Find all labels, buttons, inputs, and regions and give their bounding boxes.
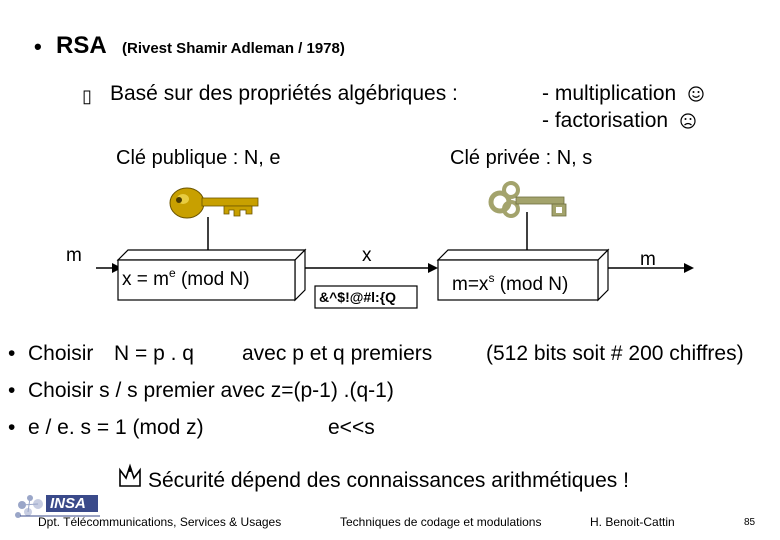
slide-subtitle: (Rivest Shamir Adleman / 1978) bbox=[122, 40, 345, 57]
message-in-label: m bbox=[66, 245, 82, 266]
smiley-sad-icon bbox=[680, 113, 696, 129]
bullet-1-dot: • bbox=[8, 342, 16, 365]
bullet-2-dot: • bbox=[8, 379, 16, 402]
private-key-label: Clé privée : N, s bbox=[450, 147, 593, 169]
bullet-3-dot: • bbox=[8, 416, 16, 439]
footer-course: Techniques de codage et modulations bbox=[340, 515, 542, 529]
bullet-1-d: (512 bits soit # 200 chiffres) bbox=[486, 342, 744, 365]
intro-item-multiplication: - multiplication bbox=[542, 82, 704, 106]
bullet-2-text: Choisir s / s premier avec z=(p-1) .(q-1… bbox=[28, 379, 394, 402]
title-bullet: • bbox=[34, 34, 42, 59]
insa-logo-text: INSA bbox=[50, 495, 86, 512]
bullet-3-b: e<<s bbox=[328, 416, 375, 439]
private-key-icon bbox=[488, 181, 567, 218]
intro-bullet: ▯ bbox=[82, 86, 92, 106]
footer-author: H. Benoit-Cattin bbox=[590, 515, 675, 529]
bullet-1-a: Choisir bbox=[28, 342, 94, 365]
public-key-icon bbox=[169, 187, 259, 219]
ciphertext-box bbox=[314, 285, 418, 309]
slide-title: RSA bbox=[56, 32, 107, 59]
public-key-label: Clé publique : N, e bbox=[116, 147, 281, 169]
intro-item-factorisation: - factorisation bbox=[542, 109, 696, 133]
conclusion-text: Sécurité dépend des connaissances arithm… bbox=[148, 469, 629, 492]
intro-text: Basé sur des propriétés algébriques : bbox=[110, 82, 458, 105]
message-out-label: m bbox=[640, 249, 656, 270]
smiley-happy-icon bbox=[688, 86, 704, 102]
ciphertext-value: &^$!@#l:{Q bbox=[319, 289, 397, 305]
decrypt-box bbox=[436, 248, 610, 302]
bullet-1-b: N = p . q bbox=[114, 342, 194, 365]
cipher-x-label: x bbox=[362, 245, 372, 266]
bullet-1-c: avec p et q premiers bbox=[242, 342, 433, 365]
decrypt-formula: m=xs (mod N) bbox=[452, 271, 569, 295]
bullet-3-a: e / e. s = 1 (mod z) bbox=[28, 416, 204, 439]
page-number: 85 bbox=[744, 517, 756, 528]
footer-department: Dpt. Télécommunications, Services & Usag… bbox=[38, 515, 282, 529]
encrypt-box bbox=[116, 248, 307, 302]
encrypt-formula: x = me (mod N) bbox=[122, 266, 250, 290]
